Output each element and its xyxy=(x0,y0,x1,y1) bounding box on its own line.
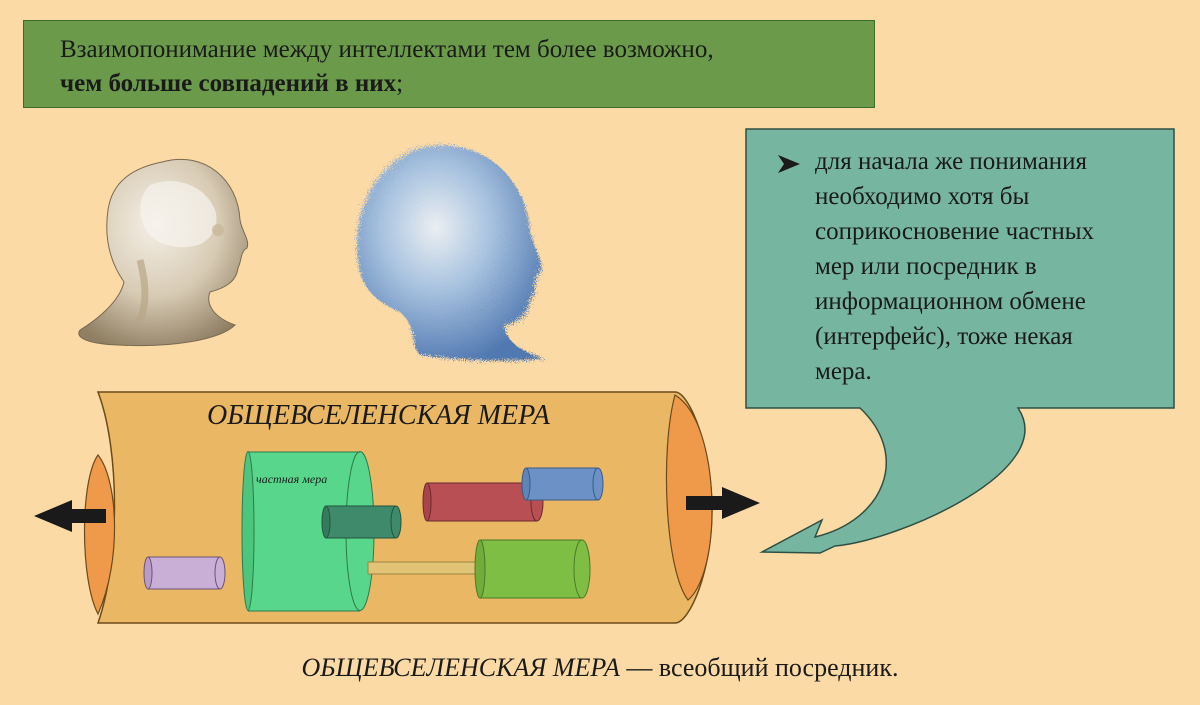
tube-left-end xyxy=(83,454,116,616)
callout-line: необходимо хотя бы xyxy=(815,183,1030,210)
connecting-rod xyxy=(367,561,481,575)
callout-line: (интерфейс), тоже некая xyxy=(815,323,1073,350)
universal-measure-label: ОБЩЕВСЕЛЕНСКАЯ МЕРА xyxy=(207,400,550,431)
caption-term: ОБЩЕВСЕЛЕНСКАЯ МЕРА xyxy=(301,653,620,682)
right-arrow-icon xyxy=(686,487,760,519)
blue-particle-head-image xyxy=(356,145,545,361)
caption: ОБЩЕВСЕЛЕНСКАЯ МЕРА — всеобщий посредник… xyxy=(0,653,1200,683)
caption-rest: — всеобщий посредник. xyxy=(619,653,899,682)
lime-cylinder xyxy=(474,539,591,599)
partial-measure-label: частная мера xyxy=(256,472,328,486)
callout-line: информационном обмене xyxy=(815,288,1086,315)
teal-cylinder xyxy=(321,505,402,539)
callout-text: для начала же понимания необходимо хотя … xyxy=(815,144,1175,389)
statement-line-1: Взаимопонимание между интеллектами тем б… xyxy=(60,36,714,63)
statement-bold: чем больше совпадений в них xyxy=(60,70,397,97)
statement-tail: ; xyxy=(396,70,404,97)
blue-cylinder xyxy=(521,467,604,501)
callout-line: соприкосновение частных xyxy=(815,218,1095,245)
purple-cylinder xyxy=(143,556,226,590)
xray-head-image xyxy=(78,158,249,347)
callout-line: для начала же понимания xyxy=(815,148,1088,175)
callout-line: мера. xyxy=(815,358,872,385)
callout-line: мер или посредник в xyxy=(815,253,1037,280)
arrowhead-bullet-icon xyxy=(778,155,800,173)
statement-box: Взаимопонимание между интеллектами тем б… xyxy=(23,20,875,108)
callout-bubble xyxy=(745,128,1175,554)
red-cylinder xyxy=(422,482,544,522)
statement-line-2: чем больше совпадений в них; xyxy=(60,67,874,101)
left-arrow-icon xyxy=(34,500,106,532)
